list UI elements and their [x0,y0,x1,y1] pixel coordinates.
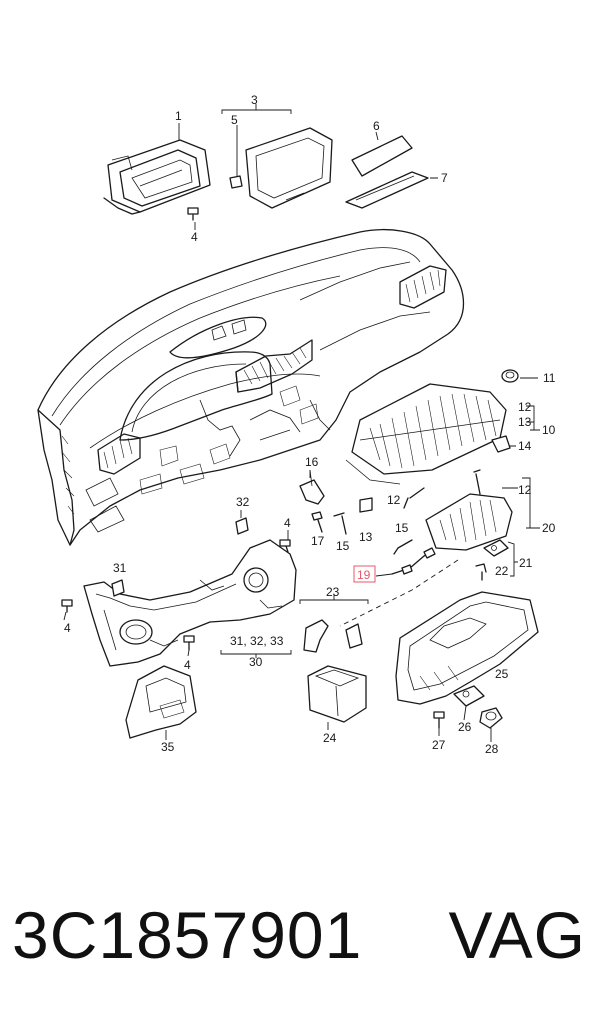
part-4-screw-c [61,599,73,613]
part-17-screw [311,511,323,533]
part-7-trim-frame [345,171,429,209]
part-27-screw [433,711,445,729]
callout-23-bracket [299,594,369,604]
part-4-screw-a [187,207,199,221]
callout-28: 28 [485,742,499,756]
callout-1: 1 [175,109,182,123]
callout-17: 17 [311,534,325,548]
part-14-clip [491,435,511,453]
callout-15-a: 15 [336,539,350,553]
callout-19: 19 [357,568,371,582]
callout-12-a: 12 [518,400,532,414]
callout-35: 35 [161,740,175,754]
callout-21-bracket [507,541,518,577]
callout-13-a: 13 [518,415,532,429]
callout-3: 3 [251,93,258,107]
part-31-clip [111,579,125,597]
callout-13-b: 13 [359,530,373,544]
callout-27: 27 [432,738,446,752]
callout-15-b: 15 [395,521,409,535]
callout-31-32-33: 31, 32, 33 [230,634,284,648]
callout-7: 7 [441,171,448,185]
callout-31: 31 [113,561,127,575]
part-32-clip [235,517,249,535]
part-24-storage-tray [307,665,367,723]
callout-4-b: 4 [284,516,291,530]
callout-30: 30 [249,655,263,669]
part-4-screw-d [183,635,195,651]
callout-23: 23 [326,585,340,599]
callout-5: 5 [231,113,238,127]
part-11-grommet [501,369,519,383]
part-10-glovebox-housing [345,383,507,485]
callout-19-box [353,565,376,583]
callout-12-b: 12 [518,483,532,497]
callout-25: 25 [495,667,509,681]
callout-19-highlight: 19 [353,565,376,583]
brand-label: VAG [448,898,586,972]
callout-4-d: 4 [184,658,191,672]
callout-10-bracket [510,405,540,447]
dashboard-exploded-diagram: 1 3 5 6 7 4 11 12 13 10 14 16 12 20 32 4… [37,93,556,756]
part-16-bracket [299,469,325,505]
callout-3-bracket [221,104,292,176]
callout-6: 6 [373,119,380,133]
caption-bar: 3C1857901 VAG [0,880,600,990]
part-28-lock [479,707,503,729]
callout-leaders [63,123,492,742]
part-25-glovebox-door [395,591,539,705]
part-35-knee-trim [125,665,197,739]
part-1-center-bezel [103,139,211,215]
callout-14: 14 [518,439,532,453]
callout-10: 10 [542,423,556,437]
callout-11: 11 [543,371,556,385]
part-23-brackets [303,619,363,653]
callout-labels: 1 3 5 6 7 4 11 12 13 10 14 16 12 20 32 4… [64,93,556,756]
callout-12-c: 12 [387,493,401,507]
callout-6-7-leaders [375,131,438,179]
part-15-screw-a [333,512,347,535]
part-22-screw [475,563,487,581]
part-19-cable [391,547,436,575]
callout-4-a: 4 [191,230,198,244]
callout-4-c: 4 [64,621,71,635]
callout-20: 20 [542,521,556,535]
callout-19-leader [375,573,393,577]
dashboard-main-panel [37,229,464,546]
part-5-clip [229,175,243,189]
part-3-display-unit [245,127,333,209]
part-20-latch-module [425,469,513,551]
part-26-bracket [453,685,485,707]
part-number: 3C1857901 [12,898,363,972]
callout-30-bracket [220,650,292,658]
callout-22: 22 [495,564,509,578]
part-15-screw-b [393,539,413,555]
part-13-nut [359,497,373,513]
callout-24: 24 [323,731,337,745]
callout-32: 32 [236,495,250,509]
lower-dash-trim-panel [83,539,297,667]
callout-20-bracket [502,477,540,529]
callout-26: 26 [458,720,472,734]
callout-16: 16 [305,455,319,469]
part-4-screw-b [279,539,291,553]
part-21-latch [483,539,509,557]
callout-21: 21 [519,556,533,570]
assembly-line [339,559,459,627]
part-6-trim-panel [351,135,413,177]
part-12-screw-a [403,487,425,509]
